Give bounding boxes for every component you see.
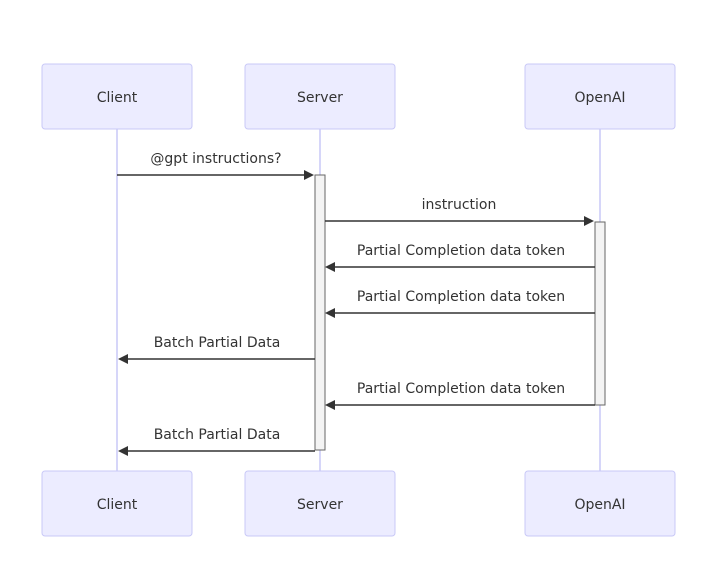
message-2-label: instruction: [422, 197, 497, 213]
message-3-label: Partial Completion data token: [357, 243, 565, 259]
message-6: Partial Completion data token: [325, 381, 595, 410]
message-5: Batch Partial Data: [118, 335, 315, 364]
participant-client-bottom: Client: [41, 470, 193, 537]
message-2: instruction: [325, 197, 594, 226]
message-7-label: Batch Partial Data: [154, 427, 281, 443]
participant-client-top-label: Client: [97, 90, 138, 106]
participant-client-top: Client: [41, 63, 193, 130]
message-1: @gpt instructions?: [117, 151, 314, 180]
activation-openai: [594, 221, 606, 406]
message-6-label: Partial Completion data token: [357, 381, 565, 397]
participant-client-bottom-label: Client: [97, 497, 138, 513]
participant-openai-top: OpenAI: [524, 63, 676, 130]
participant-openai-top-label: OpenAI: [574, 90, 625, 106]
message-7: Batch Partial Data: [118, 427, 315, 456]
message-3: Partial Completion data token: [325, 243, 595, 272]
message-3-arrowhead: [325, 262, 335, 272]
participant-openai-bottom-label: OpenAI: [574, 497, 625, 513]
message-5-arrowhead: [118, 354, 128, 364]
message-4-arrowhead: [325, 308, 335, 318]
message-7-arrowhead: [118, 446, 128, 456]
message-1-label: @gpt instructions?: [150, 151, 281, 167]
message-5-label: Batch Partial Data: [154, 335, 281, 351]
participant-server-bottom-label: Server: [297, 497, 343, 513]
participant-server-top-label: Server: [297, 90, 343, 106]
message-4: Partial Completion data token: [325, 289, 595, 318]
activation-server: [314, 174, 326, 451]
message-6-arrowhead: [325, 400, 335, 410]
message-1-arrowhead: [304, 170, 314, 180]
participant-server-top: Server: [244, 63, 396, 130]
message-4-label: Partial Completion data token: [357, 289, 565, 305]
participant-openai-bottom: OpenAI: [524, 470, 676, 537]
participant-server-bottom: Server: [244, 470, 396, 537]
message-2-arrowhead: [584, 216, 594, 226]
